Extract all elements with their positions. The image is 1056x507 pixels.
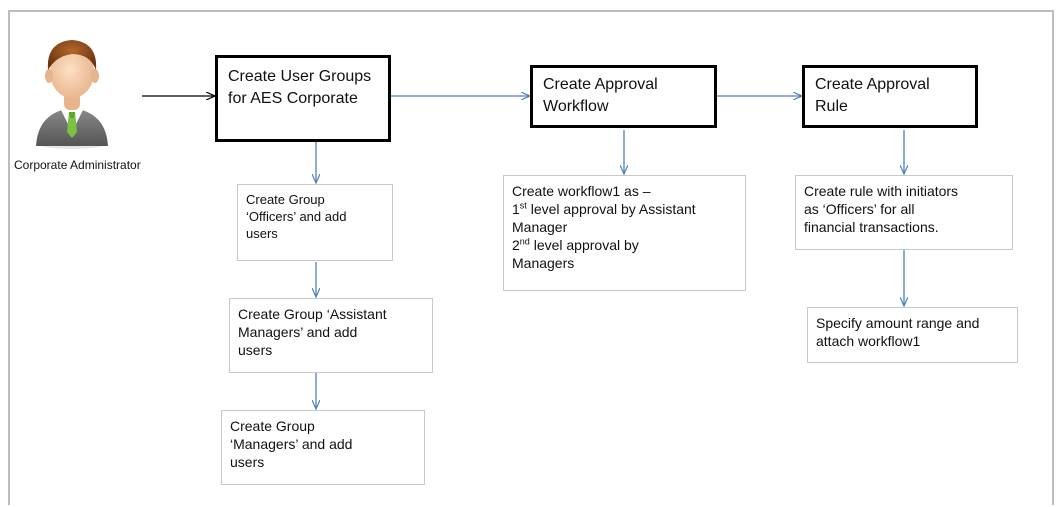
line-text: level approval by [529,237,639,253]
group-assistant-managers-box: Create Group ‘Assistant Managers’ and ad… [229,298,433,373]
step-line: Create Approval [815,76,930,93]
group-managers-box: Create Group ‘Managers’ and add users [221,410,425,485]
box-line: ‘Managers’ and add [230,436,353,452]
box-line: Managers [512,255,575,271]
diagram-frame [8,10,1054,505]
box-line: financial transactions. [804,219,939,235]
box-line: Create Group [230,418,315,434]
box-line: Managers’ and add [238,324,358,340]
box-line: 2nd level approval by [512,236,737,254]
ordinal-suffix: nd [519,236,530,247]
box-line: users [238,342,273,358]
step-line: Create Approval [543,76,658,93]
box-line: Create rule with initiators [804,183,959,199]
box-line: Create Group ‘Assistant [238,306,387,322]
step-line: Rule [815,98,848,115]
box-line: Create workflow1 as – [512,183,651,199]
box-line: Specify amount range and [816,315,980,331]
box-line: Create Group [246,192,325,207]
step-create-user-groups: Create User Groups for AES Corporate [215,55,391,142]
ordinal-number: 1 [512,201,520,217]
step-line: Workflow [543,98,609,115]
box-line: 1st level approval by Assistant [512,200,737,218]
step-create-approval-rule: Create Approval Rule [802,65,978,128]
amount-range-box: Specify amount range and attach workflow… [807,307,1018,363]
ordinal-number: 2 [512,237,520,253]
box-line: users [246,226,278,241]
step-line: Create User Groups [228,68,372,85]
box-line: Manager [512,219,568,235]
workflow1-box: Create workflow1 as – 1st level approval… [503,175,746,291]
box-line: ‘Officers’ and add [246,209,347,224]
box-line: attach workflow1 [816,333,921,349]
box-line: as ‘Officers’ for all [804,201,915,217]
group-officers-box: Create Group ‘Officers’ and add users [237,184,393,261]
box-line: users [230,454,265,470]
line-text: level approval by Assistant [526,201,696,217]
ordinal-suffix: st [519,200,527,211]
step-create-approval-workflow: Create Approval Workflow [530,65,717,128]
step-line: for AES Corporate [228,90,358,107]
user-avatar-icon [28,28,116,155]
actor-label: Corporate Administrator [14,158,141,172]
rule-initiators-box: Create rule with initiators as ‘Officers… [795,175,1013,250]
